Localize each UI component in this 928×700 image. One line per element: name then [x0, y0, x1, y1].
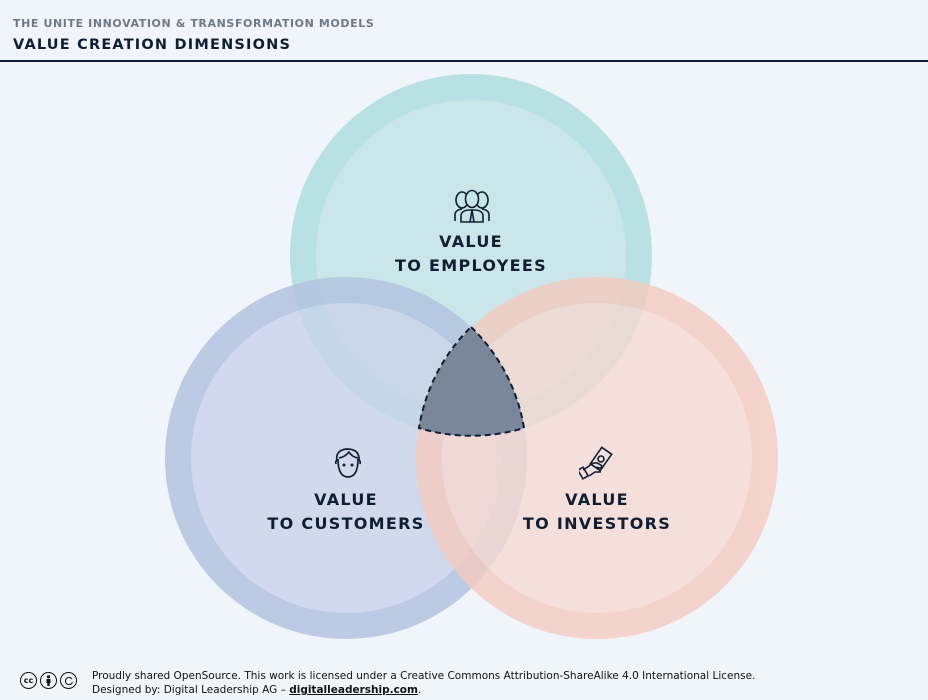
- license-line: Proudly shared OpenSource. This work is …: [92, 670, 756, 682]
- circle-customers: [165, 277, 527, 639]
- header: THE UNITE INNOVATION & TRANSFORMATION MO…: [0, 0, 928, 62]
- label-employees: VALUE TO EMPLOYEES: [361, 230, 581, 278]
- page-title: VALUE CREATION DIMENSIONS: [13, 37, 292, 53]
- cc-icon: cc: [20, 672, 37, 689]
- designer-suffix: .: [417, 684, 422, 696]
- designer-line: Designed by: Digital Leadership AG – dig…: [92, 683, 755, 697]
- header-divider: [0, 60, 928, 62]
- label-line1: VALUE: [439, 232, 503, 251]
- cc-sa-icon: [60, 672, 77, 689]
- license-text: Proudly shared OpenSource. This work is …: [92, 669, 755, 697]
- label-line2: TO INVESTORS: [522, 514, 672, 533]
- people-group-icon: [454, 189, 490, 223]
- circle-investors: [416, 277, 778, 639]
- label-line1: VALUE: [314, 490, 378, 509]
- label-line2: TO CUSTOMERS: [267, 514, 425, 533]
- label-line1: VALUE: [565, 490, 629, 509]
- money-hand-icon: [579, 446, 613, 480]
- label-customers: VALUE TO CUSTOMERS: [236, 488, 456, 536]
- label-investors: VALUE TO INVESTORS: [487, 488, 707, 536]
- cc-by-icon: [40, 672, 57, 689]
- page-subtitle: THE UNITE INNOVATION & TRANSFORMATION MO…: [13, 17, 375, 30]
- website-link[interactable]: digitalleadership.com: [289, 684, 418, 696]
- cc-license-icons: cc: [20, 672, 77, 689]
- designer-prefix: Designed by: Digital Leadership AG –: [92, 684, 290, 696]
- customer-face-icon: [334, 448, 362, 478]
- center-dashed-outline: [417, 325, 526, 437]
- label-line2: TO EMPLOYEES: [395, 256, 547, 275]
